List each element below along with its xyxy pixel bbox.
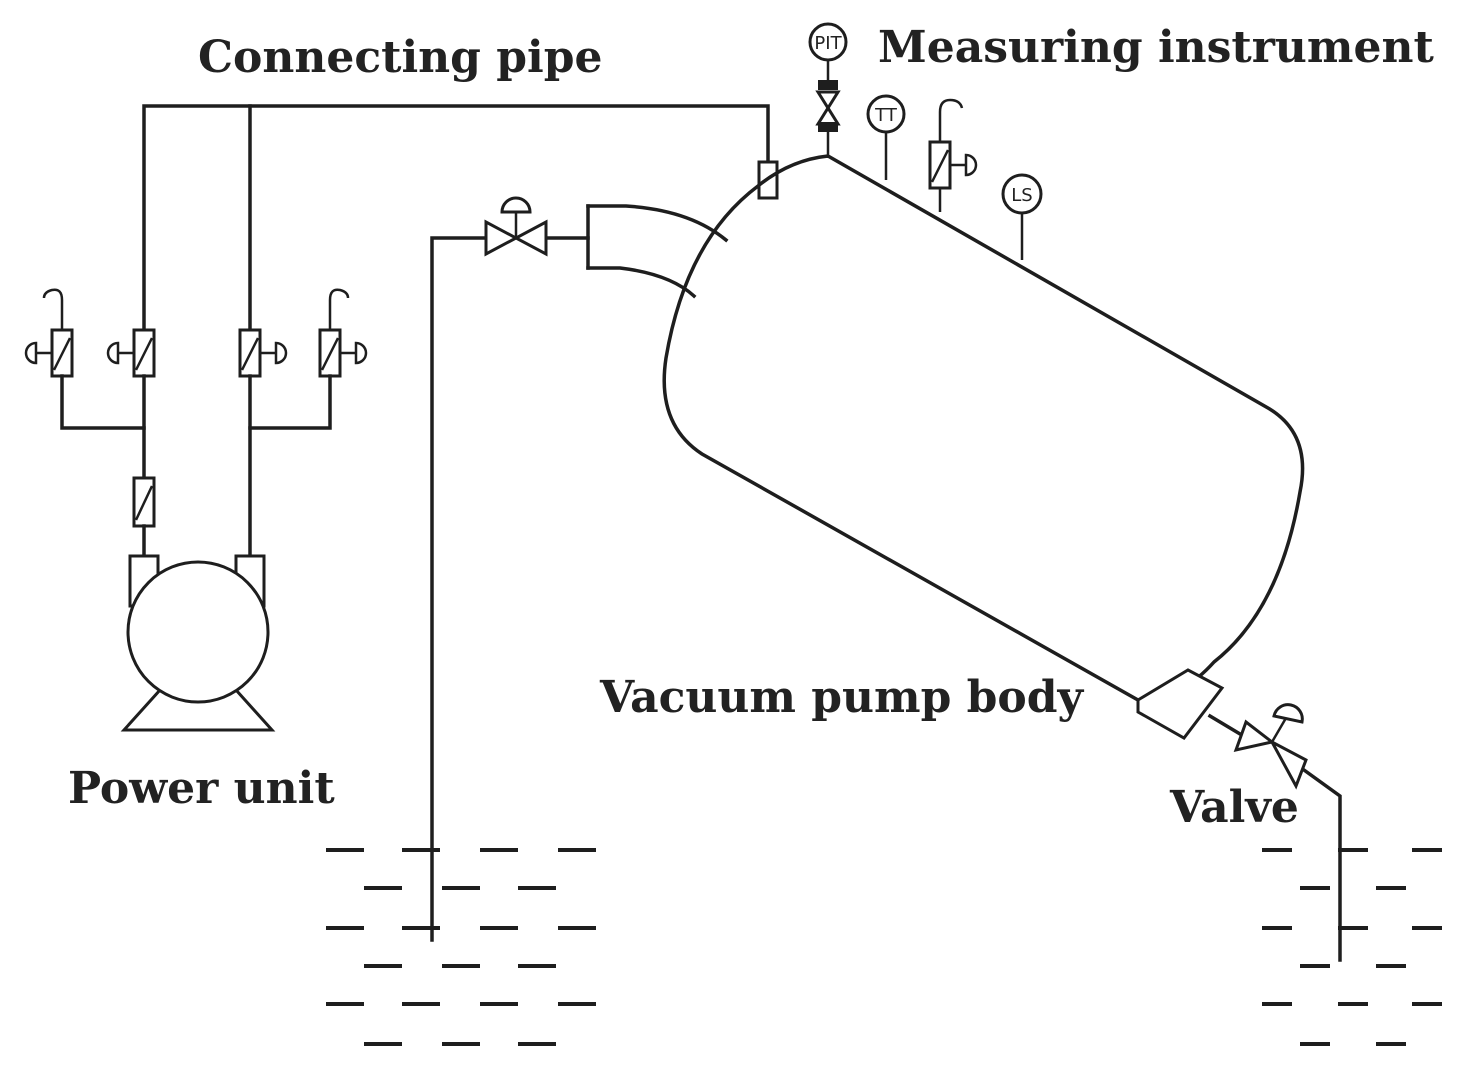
suction-line <box>430 196 729 942</box>
check-valve-left-outer <box>24 288 74 378</box>
check-valve-left-inner <box>106 328 156 378</box>
outlet-control-valve <box>1233 703 1308 790</box>
outlet-line <box>1207 703 1342 962</box>
level-switch-instrument: LS <box>1001 173 1043 260</box>
level-tag: LS <box>1011 185 1032 206</box>
relief-valve-top <box>928 98 978 212</box>
check-valve-right-outer <box>318 288 368 378</box>
valve-label: Valve <box>1169 782 1299 833</box>
suction-control-valve <box>484 196 548 257</box>
connecting-pipe-label: Connecting pipe <box>198 32 603 83</box>
reservoir-left <box>326 848 596 1046</box>
pressure-tag: PIT <box>814 33 842 54</box>
power-unit-label: Power unit <box>68 763 335 814</box>
reservoir-right <box>1262 848 1442 1046</box>
vacuum-pump-body <box>662 154 1305 740</box>
check-valve-right-inner <box>238 328 288 378</box>
pump-inlet-valve <box>132 476 156 528</box>
vacuum-pump-body-label: Vacuum pump body <box>599 672 1085 723</box>
pressure-instrument: PIT <box>808 22 848 158</box>
power-unit-pump <box>120 554 276 732</box>
valve-manifold <box>24 288 368 558</box>
temperature-instrument: TT <box>866 94 906 180</box>
measuring-instrument-label: Measuring instrument <box>878 22 1434 73</box>
temperature-tag: TT <box>874 105 898 126</box>
